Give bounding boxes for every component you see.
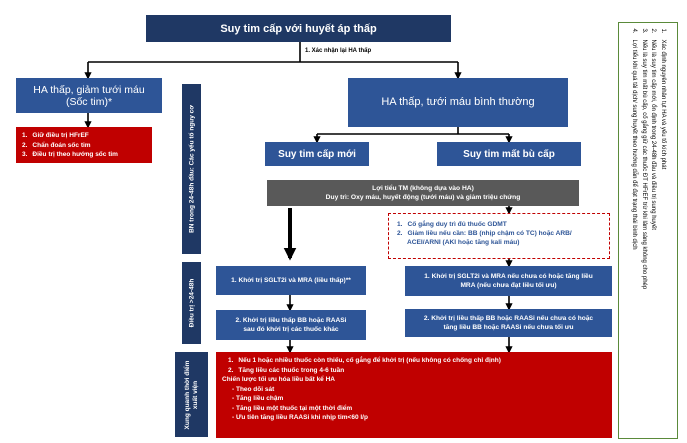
diuretic-management-box: Lợi tiểu TM (không dựa vào HA) Duy trì: … bbox=[267, 180, 579, 206]
discharge-item-2: Tăng liều các thuốc trong 4-6 tuần bbox=[238, 366, 345, 374]
discharge-bullet-3: - Tăng liều một thuốc tại một thời điểm bbox=[232, 404, 353, 412]
notes-panel: 1.Xác định nguyên nhân tụt HA và yếu tố … bbox=[618, 22, 678, 439]
cardiogenic-shock-box bbox=[16, 127, 152, 163]
right-step1-box: 1. Khởi trị SGLT2i và MRA nếu chưa có ho… bbox=[405, 266, 612, 296]
note-item-4: Lợi tiểu khi quá tải dịch/ sung huyết th… bbox=[631, 39, 638, 250]
gdmt-item-2-cont: ACEI/ARNI (AKI hoặc tăng kali máu) bbox=[407, 239, 520, 246]
discharge-bullet-4: - Ưu tiên tăng liều RAASi khi nhịp tim<6… bbox=[232, 414, 368, 421]
gdmt-item-2: Giảm liều nếu cần: BB (nhịp chậm có TC) … bbox=[407, 230, 572, 237]
page-title: Suy tim cấp với huyết áp thấp bbox=[146, 15, 451, 42]
shock-item-3: Điều trị theo hướng sốc tim bbox=[32, 151, 118, 158]
left-step1-text: 1. Khởi trị SGLT2i và MRA (liều thấp)** bbox=[231, 277, 351, 284]
right-step1-line2: MRA (nếu chưa đạt liều tối ưu) bbox=[460, 282, 557, 289]
left-branch-title: HA thấp, giảm tưới máu bbox=[33, 83, 145, 96]
discharge-optimization-box bbox=[216, 352, 612, 438]
side-label-first-48h: BN trong 24-48h đầu: Các yếu tố nguy cơ bbox=[182, 84, 201, 254]
right-step2-box: 2. Khởi trị liều thấp BB hoặc RAASi nếu … bbox=[405, 309, 612, 337]
gdmt-item-1: Cố gắng duy trì đủ thuốc GDMT bbox=[407, 221, 507, 228]
note-item-3: Nếu là suy tim mất bù cấp, cố gắng giữ c… bbox=[641, 39, 647, 289]
maintain-line: Duy trì: Oxy máu, huyết động (tưới máu) … bbox=[325, 194, 521, 201]
right-step2-line2: tăng liều BB hoặc RAASi nếu chưa tối ưu bbox=[443, 324, 574, 331]
right-branch-title: HA thấp, tưới máu bình thường bbox=[381, 96, 535, 108]
side-label-discharge: Xung quanh thời điểm xuất viện bbox=[175, 352, 208, 437]
right-step1-line1: 1. Khởi trị SGLT2i và MRA nếu chưa có ho… bbox=[424, 273, 593, 280]
discharge-item-1: Nếu 1 hoặc nhiều thuốc còn thiếu, cố gắn… bbox=[238, 357, 501, 364]
new-onset-hf-box: Suy tim cấp mới bbox=[265, 142, 369, 166]
shock-item-2: Chẩn đoán sốc tim bbox=[32, 141, 91, 149]
notes-list: 1.Xác định nguyên nhân tụt HA và yếu tố … bbox=[629, 28, 667, 433]
side-label-after-48h: Điều trị >24-48h bbox=[182, 262, 201, 344]
right-step2-line1: 2. Khởi trị liều thấp BB hoặc RAASi nếu … bbox=[423, 315, 594, 322]
hypotension-normal-perfusion-box: HA thấp, tưới máu bình thường bbox=[348, 78, 568, 127]
shock-item-1: Giữ điều trị HFrEF bbox=[32, 132, 89, 139]
left-branch-subtitle: (Sốc tim)* bbox=[65, 95, 113, 108]
left-step2-box: 2. Khởi trị liều thấp BB hoặc RAASi sau … bbox=[216, 310, 366, 340]
decompensated-hf-box: Suy tim mất bù cấp bbox=[437, 142, 581, 166]
left-step2-line1: 2. Khởi trị liều thấp BB hoặc RAASi bbox=[235, 317, 347, 324]
left-step1-box: 1. Khởi trị SGLT2i và MRA (liều thấp)** bbox=[216, 266, 366, 295]
gdmt-maintain-box: 1.Cố gắng duy trì đủ thuốc GDMT 2.Giảm l… bbox=[388, 213, 610, 259]
note-item-1: Xác định nguyên nhân tụt HA và yếu tố kí… bbox=[660, 39, 666, 169]
diuretic-line: Lợi tiểu TM (không dựa vào HA) bbox=[372, 185, 474, 192]
left-step2-line2: sau đó khởi trị các thuốc khác bbox=[243, 326, 339, 333]
decompensated-label: Suy tim mất bù cấp bbox=[463, 148, 555, 160]
discharge-bullet-2: - Tăng liều chậm bbox=[232, 395, 284, 402]
discharge-list: 1.Nếu 1 hoặc nhiều thuốc còn thiếu, cố g… bbox=[222, 357, 501, 421]
cardiogenic-shock-list: 1.Giữ điều trị HFrEF 2.Chẩn đoán sốc tim… bbox=[22, 132, 118, 158]
discharge-bullet-1: - Theo dõi sát bbox=[232, 385, 275, 393]
confirm-bp-step-label: 1. Xác nhận lại HA thấp bbox=[305, 48, 372, 54]
title-text: Suy tim cấp với huyết áp thấp bbox=[220, 22, 377, 35]
new-onset-label: Suy tim cấp mới bbox=[278, 148, 356, 160]
note-item-2: Nếu là suy tim cấp mới, ổn định trong 24… bbox=[650, 39, 657, 230]
hypotension-hypoperfusion-box: HA thấp, giảm tưới máu (Sốc tim)* bbox=[16, 78, 162, 113]
discharge-strategy: Chiến lược tối ưu hóa liều bất kể HA bbox=[222, 376, 335, 383]
